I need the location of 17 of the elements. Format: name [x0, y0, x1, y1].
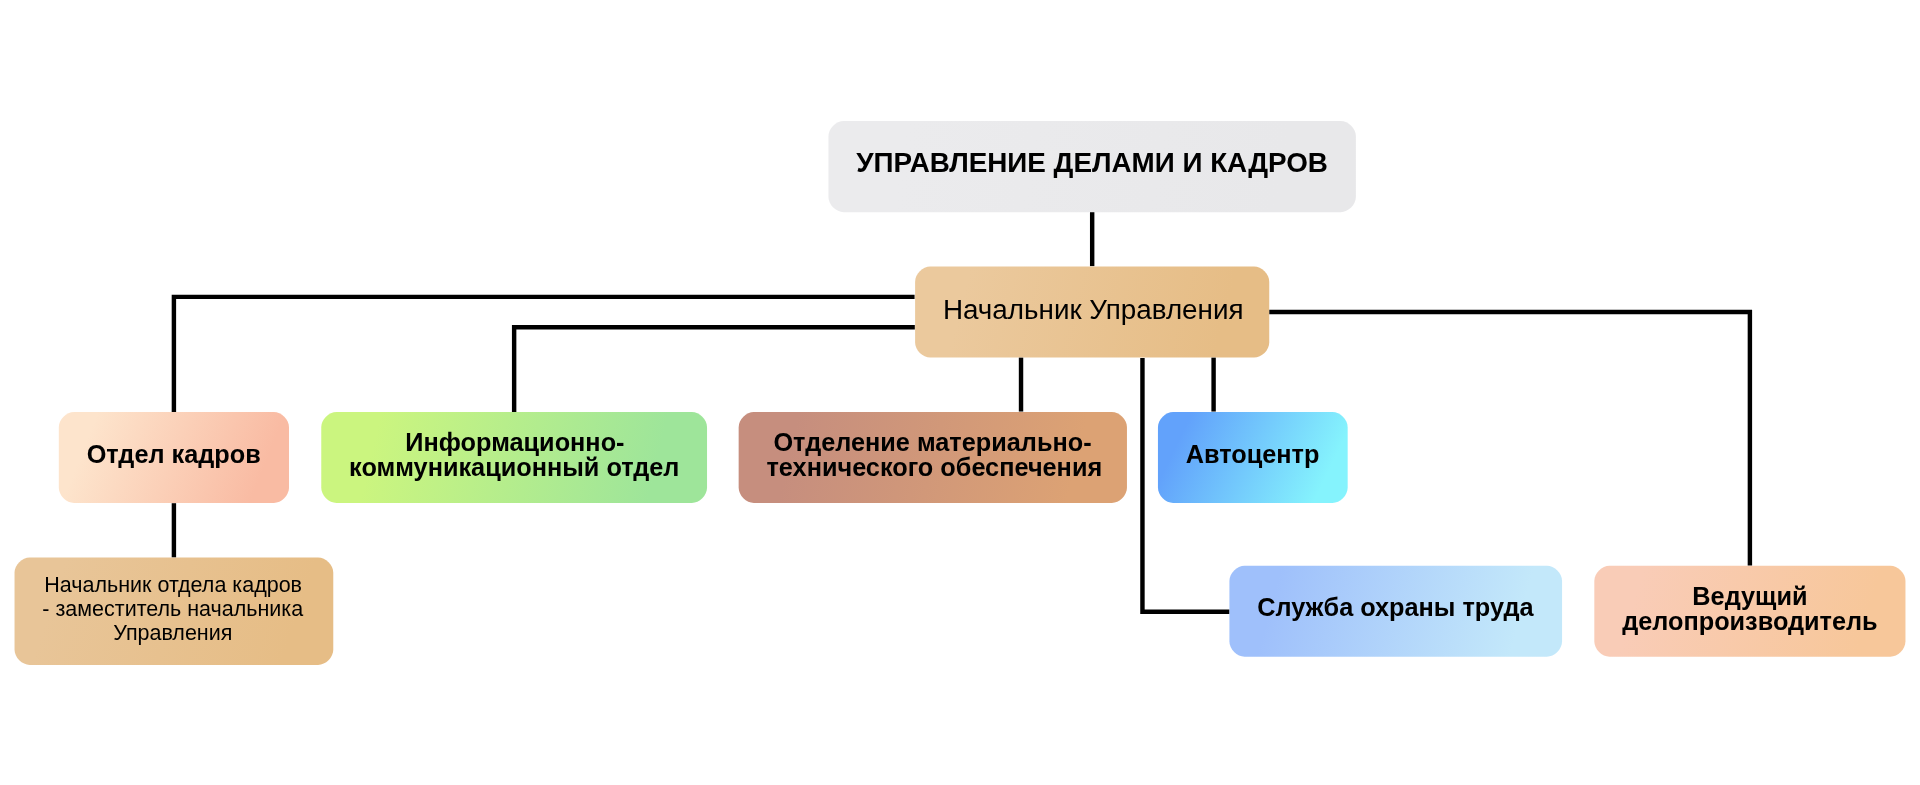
node-box: Ведущий делопроизводитель — [1594, 565, 1906, 657]
connector — [1018, 357, 1024, 412]
node-box: Информационно-коммуникационный отдел — [321, 411, 708, 503]
node-box: УПРАВЛЕНИЕ ДЕЛАМИ И КАДРОВ — [828, 120, 1356, 212]
node-box: Автоцентр — [1157, 411, 1348, 503]
connector — [511, 324, 915, 412]
connector — [1089, 211, 1095, 266]
connector — [171, 502, 177, 557]
connector — [1211, 357, 1216, 412]
node-box: Отделение материально-технического обеспечения — [738, 411, 1127, 503]
node-box: Отдел кадров — [58, 411, 289, 503]
connector — [1269, 309, 1753, 565]
connector — [1140, 357, 1230, 614]
node-box: Начальник Управления — [915, 266, 1270, 358]
node-box: Начальник отдела кадров - заместитель начальника Управления — [14, 556, 334, 665]
connector — [171, 294, 915, 412]
node-box: Служба охраны труда — [1229, 565, 1563, 657]
